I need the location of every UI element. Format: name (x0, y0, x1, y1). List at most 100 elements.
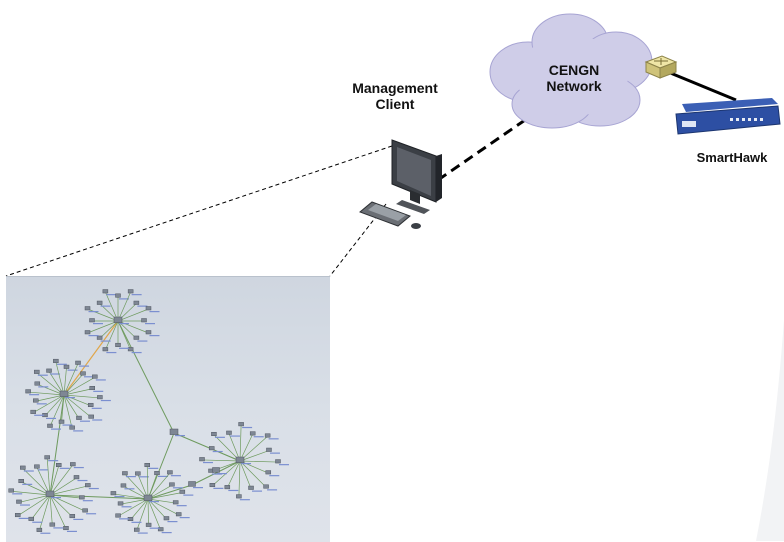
spoke-link (147, 472, 171, 500)
leaf-node (49, 522, 56, 527)
leaf-node (179, 489, 186, 494)
node-caption (212, 450, 223, 453)
spoke-link (49, 494, 73, 518)
spoke-link (32, 394, 65, 413)
node-caption (167, 521, 178, 523)
node-caption (228, 489, 239, 492)
node-caption (241, 463, 251, 465)
leaf-node (69, 514, 76, 519)
node-caption (100, 305, 111, 307)
node-caption (50, 373, 61, 375)
spoke-link (18, 494, 51, 503)
node-caption (137, 305, 148, 307)
leaf-node (135, 471, 141, 476)
leaf-node (157, 527, 164, 532)
node-caption (62, 424, 73, 426)
leaf-node (167, 470, 173, 475)
node-caption (138, 476, 149, 478)
node-caption (106, 351, 117, 354)
junction-node (212, 467, 220, 473)
leaf-node (63, 526, 69, 531)
spoke-link (44, 394, 65, 417)
leaf-node (28, 516, 35, 521)
leaf-node (226, 430, 232, 435)
leaf-node (120, 483, 127, 488)
spoke-link (239, 460, 267, 488)
node-caption (79, 365, 90, 367)
leaf-node (25, 389, 31, 394)
node-caption (183, 494, 194, 496)
node-caption (86, 513, 97, 515)
leaf-node (53, 358, 59, 363)
spoke-link (239, 450, 270, 462)
node-caption (278, 464, 289, 466)
backbone-link (147, 432, 175, 500)
leaf-node (145, 306, 152, 311)
node-caption (119, 298, 129, 300)
node-caption (137, 532, 148, 534)
leaf-node (84, 330, 91, 335)
node-caption (203, 461, 214, 464)
node-caption (125, 475, 136, 478)
spoke-link (35, 394, 65, 402)
node-caption (229, 435, 240, 437)
leaf-node (46, 368, 52, 373)
node-caption (269, 475, 280, 477)
node-caption (79, 420, 90, 422)
leaf-node (47, 423, 53, 428)
leaf-node (89, 386, 95, 391)
node-caption (82, 500, 93, 502)
leaf-node (82, 508, 88, 513)
spoke-link (22, 468, 51, 496)
leaf-node (92, 374, 98, 379)
leaf-node (248, 485, 254, 490)
leaf-node (238, 422, 244, 427)
leaf-node (133, 527, 140, 532)
spoke-link (147, 498, 162, 531)
spoke-link (36, 467, 51, 496)
spoke-link (37, 383, 65, 396)
node-caption (131, 521, 142, 523)
node-caption (145, 323, 155, 325)
spoke-link (30, 494, 51, 520)
node-caption (253, 436, 264, 438)
leaf-node (115, 293, 121, 298)
leaf-node (209, 483, 216, 488)
leaf-node (275, 459, 281, 464)
leaf-node (63, 364, 70, 369)
leaf-node (55, 463, 62, 468)
leaf-node (224, 485, 231, 490)
leaf-node (76, 415, 82, 420)
leaf-node (110, 491, 117, 496)
node-caption (29, 394, 40, 396)
leaf-node (14, 513, 21, 518)
leaf-node (249, 431, 256, 436)
leaf-node (122, 471, 128, 476)
node-caption (106, 294, 117, 296)
leaf-node (211, 431, 217, 436)
zoom-line-left (5, 145, 393, 277)
node-caption (93, 323, 103, 325)
spoke-link (136, 498, 149, 531)
spoke-link (17, 494, 51, 517)
leaf-node (79, 495, 85, 500)
spoke-link (49, 494, 82, 499)
node-caption (36, 403, 47, 405)
node-caption (37, 374, 48, 376)
leaf-node (266, 447, 272, 452)
leaf-node (265, 470, 272, 475)
node-caption (83, 376, 94, 378)
backbone-link (117, 320, 175, 434)
leaf-node (264, 433, 271, 438)
spoke-link (49, 485, 88, 496)
node-caption (131, 294, 142, 296)
topology-screenshot-panel (6, 276, 330, 542)
leaf-node (145, 522, 152, 527)
leaf-node (133, 300, 140, 305)
node-caption (53, 527, 64, 529)
smarthawk-label: SmartHawk (696, 150, 768, 165)
spoke-link (63, 394, 80, 419)
spoke-link (239, 460, 252, 489)
node-caption (239, 499, 250, 501)
